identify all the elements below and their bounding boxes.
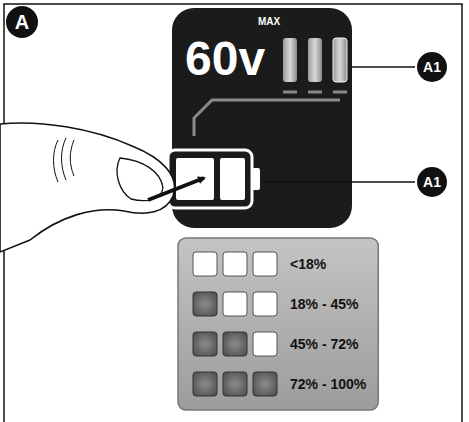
battery-button: [168, 150, 260, 208]
max-label: MAX: [258, 16, 280, 28]
callout-number: A1: [423, 60, 441, 74]
range-label: <18%: [290, 252, 326, 276]
callout-number: A1: [423, 175, 441, 189]
range-label: 45% - 72%: [290, 332, 358, 356]
leader-line: [350, 66, 415, 68]
gauge-panel: [172, 8, 352, 228]
panel-trace: [194, 100, 340, 136]
indicator-squares: [193, 252, 277, 396]
figure-letter: A: [15, 12, 29, 32]
finger: [0, 123, 175, 252]
leader-line: [262, 181, 415, 183]
range-label: 72% - 100%: [290, 372, 366, 396]
callout-number: A1: [417, 52, 447, 82]
voltage-label: 60v: [185, 35, 265, 83]
indicator-table: <18% 18% - 45% 45% - 72% 72% - 100%: [178, 238, 378, 410]
range-label: 18% - 45%: [290, 292, 358, 316]
led-bars: [283, 38, 347, 92]
indicator-table: [178, 238, 378, 410]
gauge-panel: 60v MAX: [172, 8, 352, 228]
callout-number: A1: [417, 167, 447, 197]
press-arrow: [148, 178, 204, 200]
figure-letter: A: [6, 6, 38, 38]
